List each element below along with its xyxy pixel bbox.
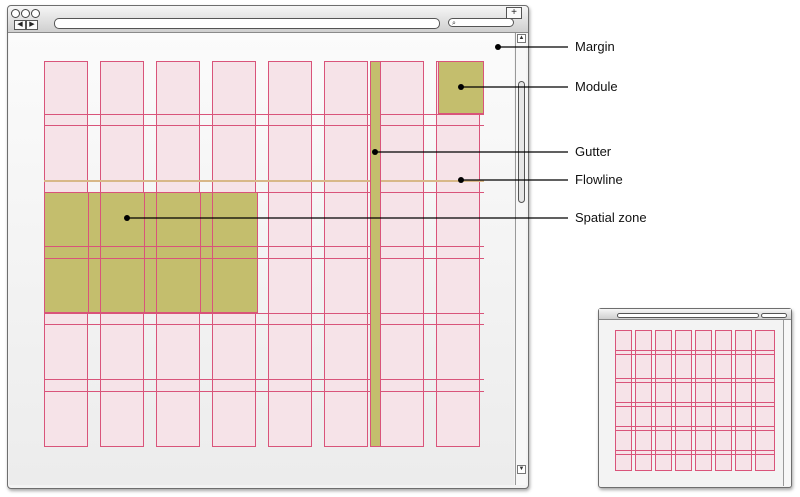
back-arrow-icon[interactable]: ◀ bbox=[14, 20, 26, 30]
small-grid-column bbox=[695, 330, 712, 471]
small-grid-column bbox=[655, 330, 672, 471]
small-row-line bbox=[615, 430, 775, 431]
small-row-line bbox=[615, 382, 775, 383]
margin-callout-dot bbox=[495, 44, 501, 50]
column-line bbox=[200, 192, 201, 313]
gutter-highlight bbox=[370, 61, 381, 447]
small-row-line bbox=[615, 406, 775, 407]
spatial-zone-highlight bbox=[44, 192, 258, 313]
small-grid-column bbox=[615, 330, 632, 471]
plus-icon[interactable]: + bbox=[506, 7, 522, 19]
flowline bbox=[44, 180, 484, 182]
column-line bbox=[212, 192, 213, 313]
small-row-line bbox=[615, 350, 775, 351]
close-icon[interactable] bbox=[11, 9, 20, 18]
row-line bbox=[44, 258, 484, 259]
zoom-icon[interactable] bbox=[31, 9, 40, 18]
row-line bbox=[44, 125, 484, 126]
row-line bbox=[44, 114, 484, 115]
scroll-thumb[interactable] bbox=[518, 81, 525, 203]
row-line bbox=[44, 246, 484, 247]
small-row-line bbox=[615, 402, 775, 403]
search-icon: ⌕ bbox=[452, 20, 456, 27]
spatial-zone-callout-dot bbox=[124, 215, 130, 221]
flowline-callout-dot bbox=[458, 177, 464, 183]
search-field[interactable]: ⌕ bbox=[448, 18, 514, 27]
row-line bbox=[44, 258, 258, 259]
scroll-up-icon[interactable]: ▲ bbox=[517, 34, 526, 43]
vertical-scrollbar[interactable]: ▲ ▼ bbox=[515, 33, 526, 485]
row-line bbox=[44, 246, 258, 247]
small-grid-column bbox=[715, 330, 732, 471]
small-row-line bbox=[615, 454, 775, 455]
small-address-bar bbox=[617, 313, 759, 318]
address-bar[interactable] bbox=[54, 18, 440, 29]
layout-grid bbox=[44, 61, 484, 447]
gutter-callout-dot bbox=[372, 149, 378, 155]
scroll-down-icon[interactable]: ▼ bbox=[517, 465, 526, 474]
small-grid-column bbox=[675, 330, 692, 471]
minimize-icon[interactable] bbox=[21, 9, 30, 18]
small-row-line bbox=[615, 426, 775, 427]
small-grid-column bbox=[635, 330, 652, 471]
column-line bbox=[88, 192, 89, 313]
row-line bbox=[44, 313, 484, 314]
small-title-bar bbox=[599, 309, 791, 320]
row-line bbox=[44, 379, 484, 380]
small-grid-column bbox=[735, 330, 752, 471]
main-browser-window: ◀ ▶ ⌕ + bbox=[7, 5, 529, 489]
page-content bbox=[9, 33, 514, 485]
forward-arrow-icon[interactable]: ▶ bbox=[26, 20, 38, 30]
small-layout-grid bbox=[615, 330, 775, 471]
title-bar: ◀ ▶ ⌕ + bbox=[8, 6, 528, 33]
module-callout-dot bbox=[458, 84, 464, 90]
column-line bbox=[100, 192, 101, 313]
row-line bbox=[44, 391, 484, 392]
column-line bbox=[144, 192, 145, 313]
margin-label: Margin bbox=[575, 39, 615, 54]
small-row-line bbox=[615, 450, 775, 451]
small-browser-window bbox=[598, 308, 792, 488]
small-row-line bbox=[615, 354, 775, 355]
module-label: Module bbox=[575, 79, 618, 94]
spatial-zone-label: Spatial zone bbox=[575, 210, 647, 225]
row-line bbox=[44, 192, 484, 193]
small-grid-column bbox=[755, 330, 775, 471]
small-scrollbar bbox=[783, 320, 791, 486]
small-row-line bbox=[615, 378, 775, 379]
column-line bbox=[156, 192, 157, 313]
flowline-label: Flowline bbox=[575, 172, 623, 187]
small-search-field bbox=[761, 313, 787, 318]
row-line bbox=[44, 324, 484, 325]
gutter-label: Gutter bbox=[575, 144, 612, 159]
